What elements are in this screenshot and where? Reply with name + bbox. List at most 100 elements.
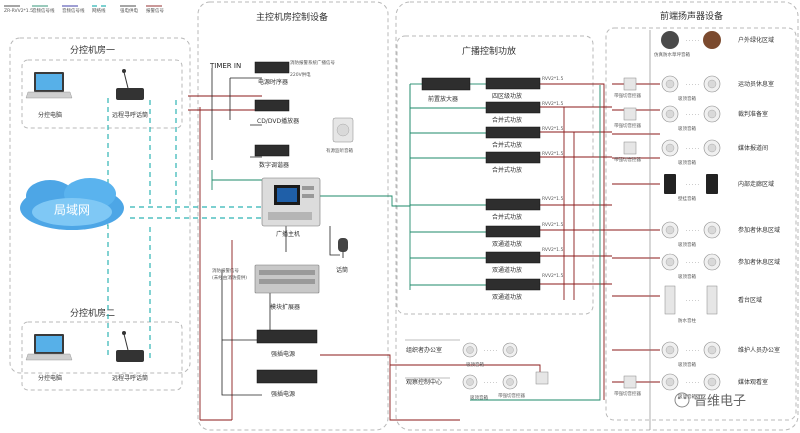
desk-mic[interactable]	[338, 238, 348, 258]
cable-label-3: RVV2*1.5	[542, 151, 563, 157]
broadcast-host[interactable]	[261, 177, 321, 227]
strong-power-1-label: 强插电源	[271, 350, 295, 358]
speaker-dots-2: · · · · ·	[686, 113, 699, 118]
lan-label: 局域网	[54, 203, 90, 217]
bottom-speaker-2	[462, 374, 478, 390]
main-room-frame	[197, 1, 389, 431]
zone-label-3: 媒体报道间	[738, 144, 768, 152]
bottom-speaker-1	[502, 342, 518, 358]
cable-label-5: RVV2*1.5	[542, 222, 563, 228]
watermark-text: 晋维电子	[694, 394, 746, 409]
monitor-speaker[interactable]	[332, 117, 354, 143]
strong-power-1[interactable]	[256, 329, 318, 344]
volume-control-1[interactable]	[623, 77, 637, 91]
zone-label-8: 维护人员办公室	[738, 346, 780, 354]
amplifier-label-1: 合并式功放	[492, 116, 522, 124]
speaker-dots-7: · · · · ·	[686, 299, 699, 304]
watermark: 晋维电子	[674, 392, 746, 409]
amplifier-1[interactable]	[485, 101, 541, 114]
expander-label: 模块扩展器	[270, 303, 300, 311]
front-speakers-title: 前端扬声器设备	[660, 10, 723, 22]
speaker-label-4: 壁挂音箱	[678, 195, 696, 202]
amplifier-7[interactable]	[485, 278, 541, 291]
cd-dvd-player[interactable]	[254, 99, 290, 112]
fire-note: 消防报警系统广播信号	[290, 59, 335, 66]
speaker-dots-4: · · · · ·	[686, 183, 699, 188]
amp-group-frame	[396, 35, 594, 315]
amplifier-label-3: 合并式功放	[492, 166, 522, 174]
branch-one-paging-mic[interactable]	[116, 69, 144, 100]
bottom-ceiling-label: 吸顶音箱	[470, 394, 488, 401]
power-sequencer[interactable]	[254, 61, 290, 74]
strong-power-2[interactable]	[256, 369, 318, 384]
volume-control-label-2: 带强切音控器	[614, 122, 641, 129]
alarm-note-2: (未经由消防提供)	[212, 274, 247, 281]
speaker-1-1	[703, 75, 721, 93]
module-expander[interactable]	[254, 264, 320, 294]
amplifier-0[interactable]	[485, 77, 541, 90]
branch-one-title: 分控机房一	[70, 44, 115, 56]
speaker-0-0	[661, 31, 679, 49]
branch-one-laptop[interactable]	[25, 72, 73, 99]
speaker-9-0	[661, 373, 679, 391]
branch-two-laptop[interactable]	[25, 334, 73, 361]
cd-dvd-label: CD/DVD播放器	[257, 117, 299, 125]
zone-label-1: 运动员休息室	[738, 80, 774, 88]
cable-label-4: RVV2*1.5	[542, 196, 563, 202]
cable-label-1: RVV2*1.5	[542, 101, 563, 107]
cable-label-6: RVV2*1.5	[542, 247, 563, 253]
bottom-dots-1: · · · · ·	[484, 381, 497, 386]
volume-control-3[interactable]	[623, 141, 637, 155]
volume-control-label-1: 带强切音控器	[614, 92, 641, 99]
amplifier-label-5: 双通道功放	[492, 240, 522, 248]
zone-label-9: 媒体观看室	[738, 378, 768, 386]
speaker-4-1	[706, 174, 718, 194]
speaker-label-5: 吸顶音箱	[678, 241, 696, 248]
amplifier-2[interactable]	[485, 126, 541, 139]
branch-area-frame	[9, 37, 191, 374]
speaker-dots-1: · · · · ·	[686, 83, 699, 88]
cable-label-7: RVV2*1.5	[542, 273, 563, 279]
amplifier-label-2: 合并式功放	[492, 141, 522, 149]
timer-in-label: TIMER IN	[209, 62, 241, 70]
branch-one-frame	[21, 59, 183, 129]
speaker-4-0	[664, 174, 676, 194]
speaker-label-8: 吸顶音箱	[678, 361, 696, 368]
zone-label-2: 裁判准备室	[738, 110, 768, 118]
branch-two-paging-mic[interactable]	[116, 331, 144, 362]
amplifier-label-6: 双通道功放	[492, 266, 522, 274]
bottom-speaker-0	[462, 342, 478, 358]
speaker-6-0	[661, 253, 679, 271]
speaker-3-0	[661, 139, 679, 157]
speaker-5-1	[703, 221, 721, 239]
speaker-label-2: 吸顶音箱	[678, 125, 696, 132]
volume-control-2[interactable]	[623, 107, 637, 121]
amplifier-6[interactable]	[485, 251, 541, 264]
amplifier-4[interactable]	[485, 198, 541, 211]
amplifier-5[interactable]	[485, 225, 541, 238]
speaker-8-0	[661, 341, 679, 359]
bottom-dots-0: · · · · ·	[484, 349, 497, 354]
preamp[interactable]	[421, 77, 471, 91]
amp-group-title: 广播控制功放	[462, 45, 516, 57]
legend-item-3: 网络线	[92, 7, 106, 14]
digital-tuner[interactable]	[254, 144, 290, 157]
bottom-volume-control[interactable]	[535, 371, 549, 385]
speaker-label-9: 吸顶音箱	[678, 393, 696, 400]
amplifier-3[interactable]	[485, 151, 541, 164]
zone-label-5: 参加者休息区域	[738, 226, 780, 234]
preamp-label: 前置放大器	[428, 95, 458, 103]
branch-two-frame	[21, 321, 183, 391]
volume-control-9[interactable]	[623, 375, 637, 389]
speaker-2-0	[661, 105, 679, 123]
speaker-7-0	[664, 285, 676, 315]
speaker-label-3: 吸顶音箱	[678, 159, 696, 166]
speaker-dots-3: · · · · ·	[686, 147, 699, 152]
speaker-7-1	[706, 285, 718, 315]
speaker-3-1	[703, 139, 721, 157]
